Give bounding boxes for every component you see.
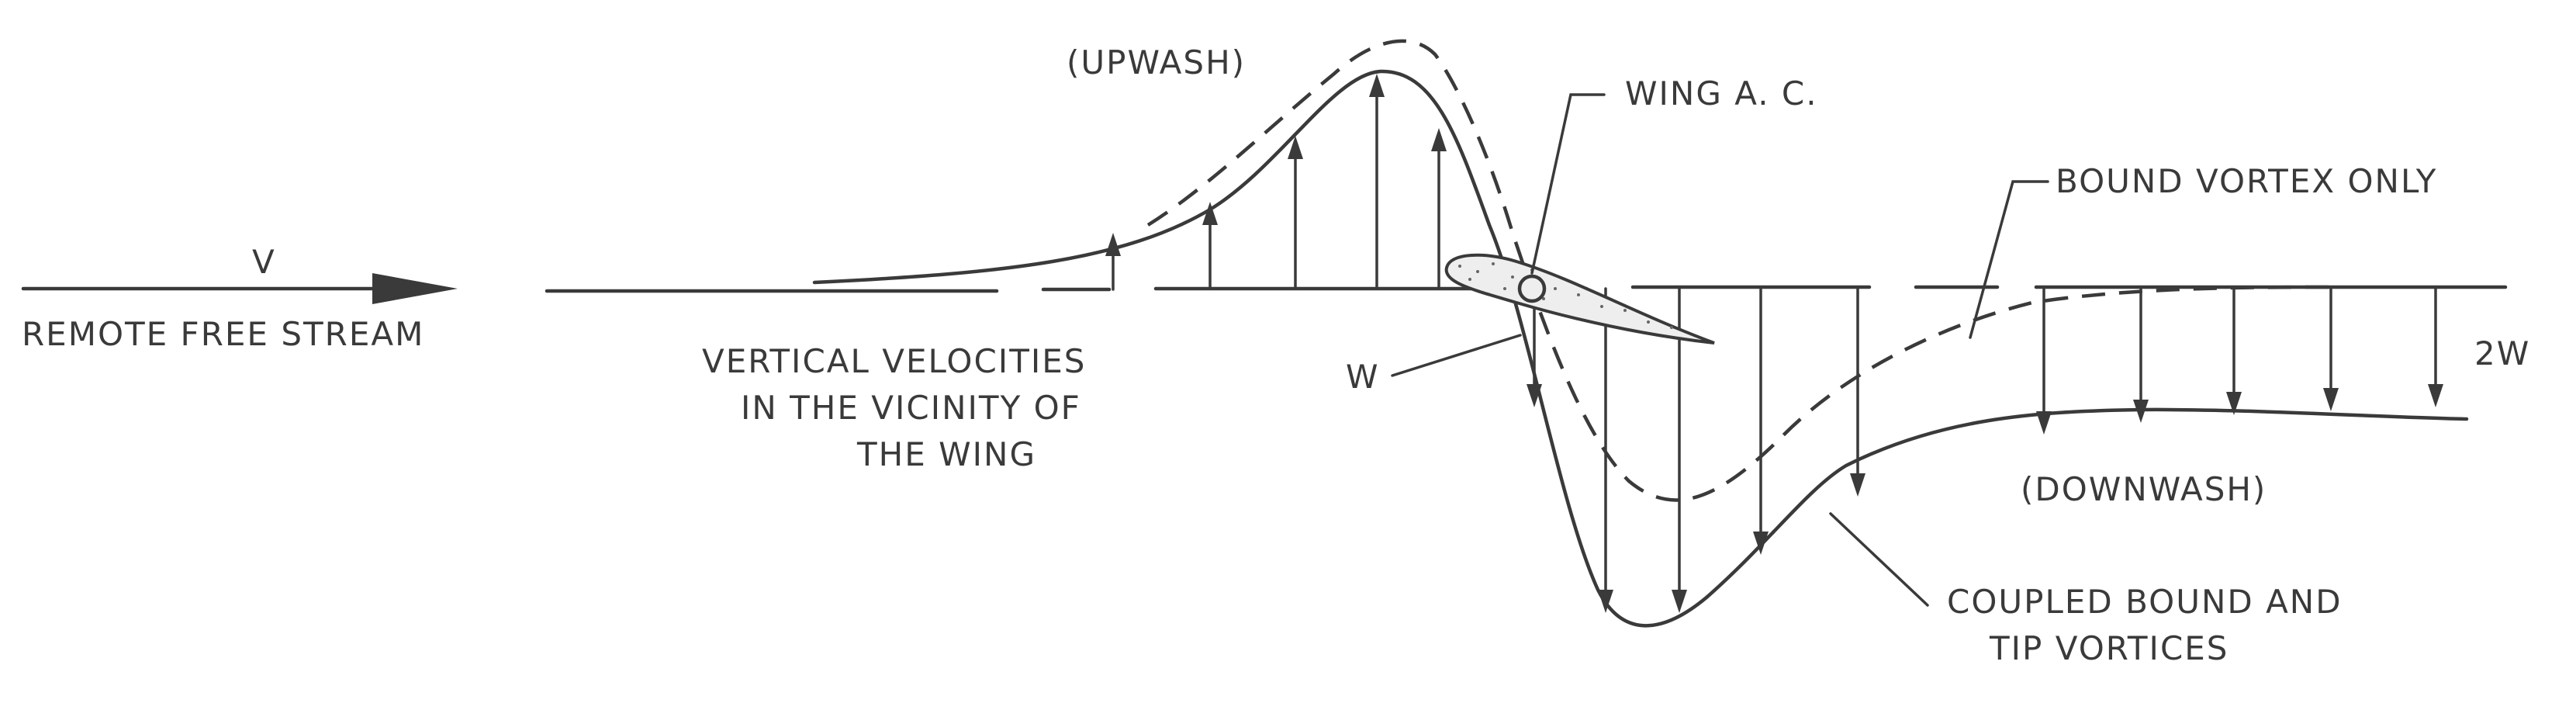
velocity-label: V — [252, 243, 276, 281]
remote-free-stream-label: REMOTE FREE STREAM — [22, 315, 424, 353]
coupled-label-line-1: COUPLED BOUND AND — [1947, 583, 2343, 621]
bound-vortex-only-label: BOUND VORTEX ONLY — [2056, 162, 2437, 200]
vertical-velocities-line-3: THE WING — [856, 435, 1036, 473]
downwash-label: (DOWNWASH) — [2021, 470, 2267, 508]
vertical-velocities-line-2: IN THE VICINITY OF — [741, 389, 1081, 427]
upwash-arrows — [1105, 74, 1447, 291]
wing-ac-leader — [1530, 93, 1606, 275]
two-w-label: 2W — [2474, 334, 2530, 372]
bound-vortex-only-curve — [1146, 39, 2343, 502]
coupled-leader — [1829, 512, 1929, 607]
wing-ac-marker — [1517, 274, 1547, 303]
upwash-label: (UPWASH) — [1067, 43, 1246, 81]
wing-ac-label: WING A. C. — [1625, 74, 1818, 113]
w-leader — [1391, 334, 1522, 377]
wing-airfoil — [1444, 253, 1715, 345]
free-stream-arrow — [21, 273, 458, 304]
coupled-label-line-2: TIP VORTICES — [1989, 629, 2228, 667]
bound-vortex-leader — [1969, 180, 2049, 339]
coupled-vortices-curve — [812, 69, 2469, 628]
w-label: W — [1346, 358, 1380, 396]
vertical-velocities-line-1: VERTICAL VELOCITIES — [702, 342, 1086, 380]
